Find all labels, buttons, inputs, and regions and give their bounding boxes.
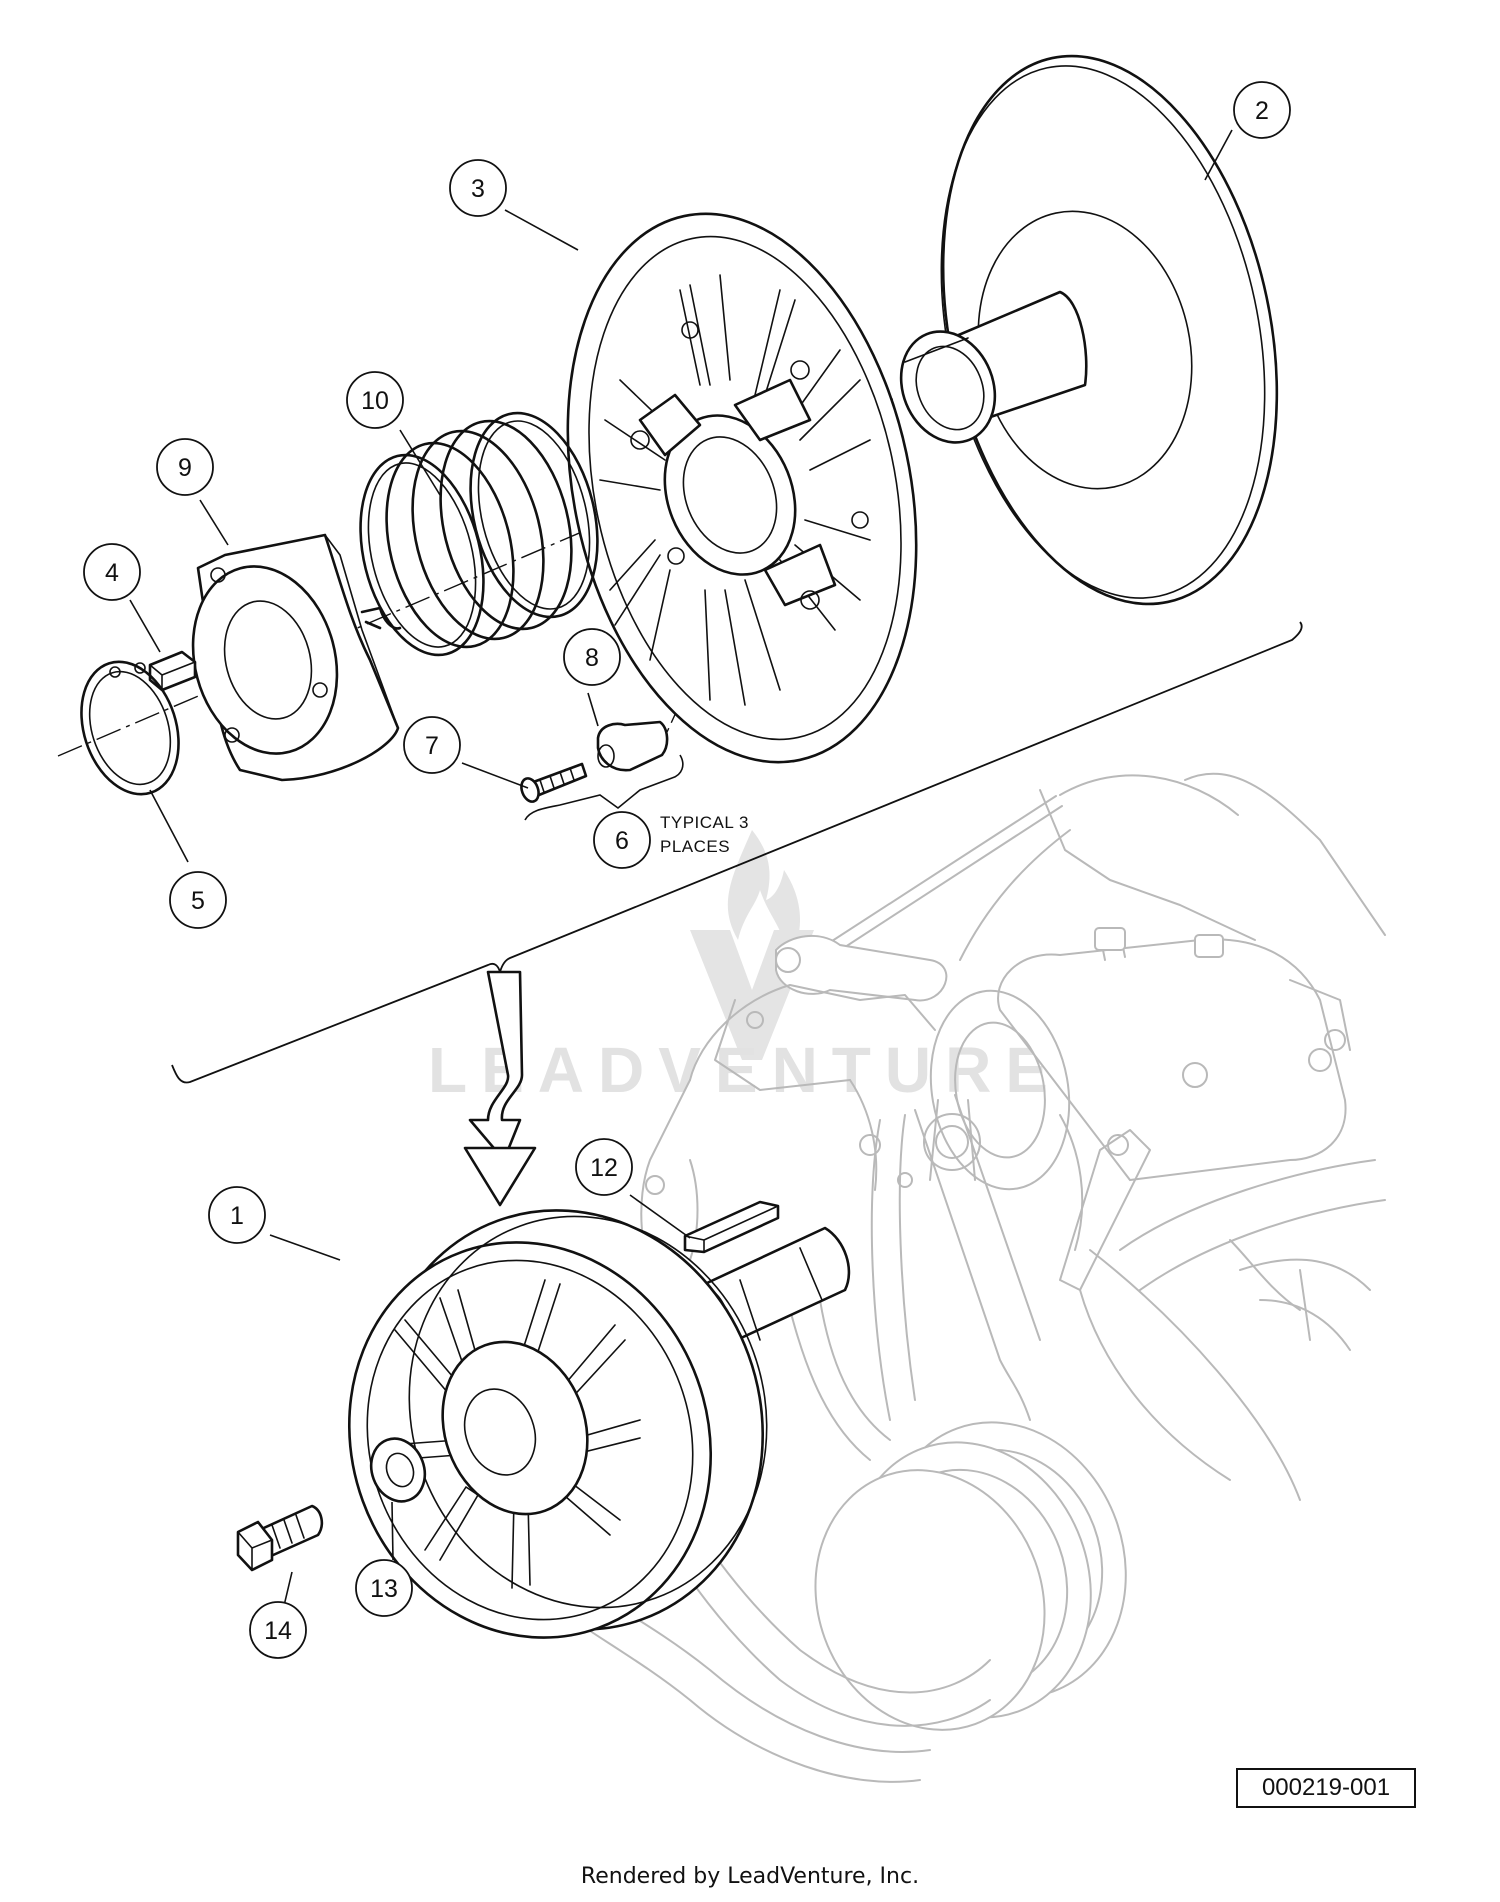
part-7-screw: [520, 762, 588, 803]
watermark-text: LEADVENTURE: [428, 1034, 1062, 1106]
svg-text:4: 4: [105, 559, 119, 587]
part-9-cover-plate: [191, 533, 400, 782]
callout-12: 12: [575, 1138, 633, 1196]
part-14-bolt: [236, 1504, 324, 1572]
svg-text:7: 7: [425, 732, 439, 760]
callout-9: 9: [156, 438, 214, 496]
note-line-1: TYPICAL 3: [660, 813, 749, 832]
part-13-washer: [369, 1437, 427, 1503]
svg-text:9: 9: [178, 454, 192, 482]
svg-text:1: 1: [230, 1202, 244, 1230]
leadventure-watermark: LEADVENTURE: [428, 830, 1062, 1106]
weight-axis: [619, 637, 701, 744]
callout-4: 4: [83, 543, 141, 601]
engine-background: [544, 772, 1386, 1783]
part-1-driven-clutch: [347, 1209, 768, 1639]
callout-10: 10: [346, 371, 404, 429]
svg-text:14: 14: [264, 1617, 292, 1645]
callout-8: 8: [563, 628, 621, 686]
callout-5: 5: [169, 871, 227, 929]
svg-text:5: 5: [191, 887, 205, 915]
part-12-key: [683, 1200, 780, 1254]
note-line-2: PLACES: [660, 837, 730, 856]
install-direction-arrow: [468, 970, 524, 1162]
part-8-weight: [596, 720, 669, 772]
part-10-spring: [359, 411, 599, 657]
drawing-number: 000219-001: [1236, 1768, 1416, 1808]
callout-14: 14: [249, 1601, 307, 1659]
svg-text:6: 6: [615, 827, 629, 855]
svg-text:13: 13: [370, 1575, 398, 1603]
part-3-movable-sheave: [566, 212, 918, 764]
callout-7: 7: [403, 716, 461, 774]
svg-text:12: 12: [590, 1154, 618, 1182]
svg-text:8: 8: [585, 644, 599, 672]
install-arrow-head: [463, 1146, 537, 1207]
callout-1: 1: [208, 1186, 266, 1244]
typical-places-bracket: [524, 754, 684, 821]
svg-text:10: 10: [361, 387, 389, 415]
callout-2: 2: [1233, 81, 1291, 139]
leader-lines: [129, 129, 1233, 1611]
callout-6: 6: [593, 811, 651, 869]
svg-text:3: 3: [471, 175, 485, 203]
callout-3: 3: [449, 159, 507, 217]
footer-credit: Rendered by LeadVenture, Inc.: [580, 1864, 920, 1889]
callout-13: 13: [355, 1559, 413, 1617]
part-2-fixed-sheave: [899, 54, 1279, 606]
svg-text:2: 2: [1255, 97, 1269, 125]
